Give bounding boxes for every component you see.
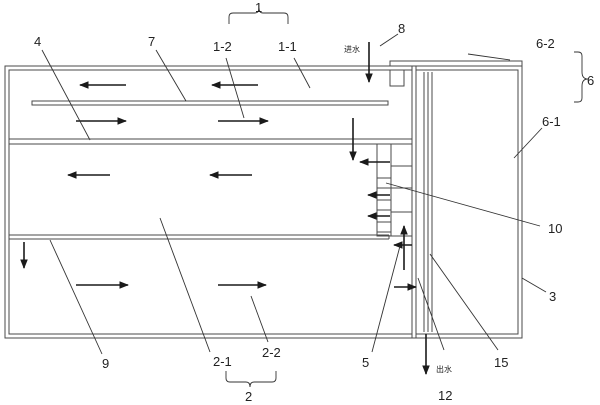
label-water-in: 进水 [344,44,360,54]
label-1-2: 1-2 [213,39,232,54]
label-6-2: 6-2 [536,36,555,51]
label-6-1: 6-1 [542,114,561,129]
labels: 1 1-2 1-1 4 7 8 进水 6-2 6 6-1 10 3 9 2-1 … [34,0,594,404]
label-4: 4 [34,34,41,49]
label-2: 2 [245,389,252,404]
label-water-out: 出水 [436,364,452,374]
label-1-1: 1-1 [278,39,297,54]
partition-upper [8,138,413,145]
inlet-box [389,69,405,87]
label-3: 3 [549,289,556,304]
label-12: 12 [438,388,452,403]
tank-walls [4,65,417,339]
pipe-7 [31,100,389,106]
label-2-1: 2-1 [213,354,232,369]
label-9: 9 [102,356,109,371]
label-10: 10 [548,221,562,236]
outer-wall-outer [4,65,417,339]
distributor-10 [376,143,413,237]
outer-wall-inner [8,69,413,335]
flow-arrows [20,42,430,375]
label-7: 7 [148,34,155,49]
label-8: 8 [398,21,405,36]
label-1: 1 [255,0,262,15]
label-6: 6 [587,73,594,88]
column-cap-6-2 [389,60,523,67]
settling-column [389,60,523,339]
label-15: 15 [494,355,508,370]
label-5: 5 [362,355,369,370]
leader-lines [41,7,589,388]
label-2-2: 2-2 [262,345,281,360]
